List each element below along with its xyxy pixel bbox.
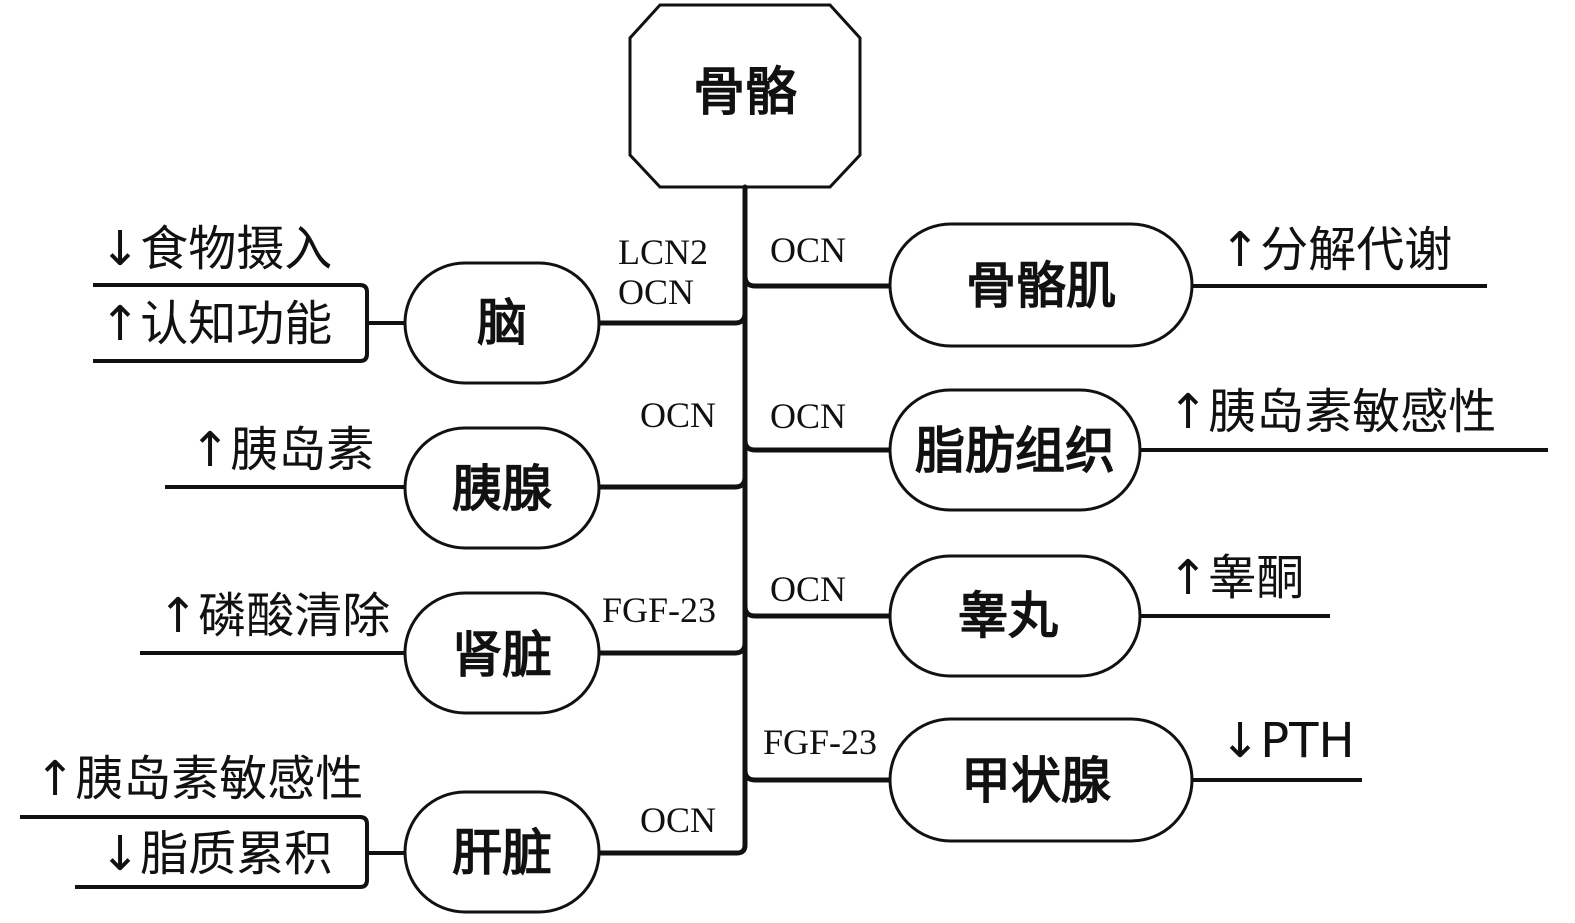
branch-kidney <box>597 640 748 656</box>
effect-kidney-phosphate: ↑磷酸清除 <box>158 588 390 644</box>
effect-adipose-insulin-sensitivity: ↑胰岛素敏感性 <box>1168 384 1496 440</box>
branch-brain <box>597 310 748 326</box>
branch-testis <box>742 603 893 619</box>
effect-muscle-catabolism: ↑分解代谢 <box>1220 222 1452 278</box>
branch-thyroid <box>742 767 893 783</box>
organ-label-liver: 肝脏 <box>452 823 552 882</box>
organ-node-thyroid: 甲状腺 <box>888 717 1194 843</box>
organ-node-skeletal-muscle: 骨骼肌 <box>888 222 1194 348</box>
root-octagon-shape <box>628 3 862 189</box>
bracket-liver <box>75 815 369 889</box>
organ-label-testis: 睾丸 <box>958 586 1058 645</box>
hormone-thyroid: FGF-23 <box>763 722 877 762</box>
organ-label-skeletal-muscle: 骨骼肌 <box>966 256 1116 315</box>
hormone-brain-1: LCN2 <box>618 232 708 272</box>
hormone-testis: OCN <box>770 569 846 609</box>
effect-liver-lipid: ↓脂质累积 <box>100 826 332 882</box>
organ-label-brain: 脑 <box>477 293 527 352</box>
effect-brain-cognition: ↑认知功能 <box>100 296 332 352</box>
branch-pancreas <box>597 474 748 490</box>
effect-pancreas-insulin: ↑胰岛素 <box>190 422 374 478</box>
organ-label-thyroid: 甲状腺 <box>961 751 1112 810</box>
organ-node-testis: 睾丸 <box>888 554 1142 678</box>
effect-thyroid-pth: ↓PTH <box>1220 713 1355 769</box>
organ-node-kidney: 肾脏 <box>403 591 601 715</box>
hormone-liver: OCN <box>640 800 716 840</box>
hormone-adipose: OCN <box>770 396 846 436</box>
trunk-line <box>597 184 748 856</box>
effect-liver-insulin-sensitivity: ↑胰岛素敏感性 <box>35 751 363 807</box>
organ-node-pancreas: 胰腺 <box>403 426 601 550</box>
organ-node-brain: 脑 <box>403 261 601 385</box>
effect-testis-testosterone: ↑睾酮 <box>1168 550 1304 606</box>
effect-brain-food-intake: ↓食物摄入 <box>100 221 332 277</box>
hormone-pancreas: OCN <box>640 395 716 435</box>
organ-label-adipose: 脂肪组织 <box>915 421 1115 480</box>
hormone-brain-2: OCN <box>618 272 694 312</box>
organ-node-adipose: 脂肪组织 <box>888 388 1142 512</box>
organ-label-pancreas: 胰腺 <box>452 459 553 518</box>
bracket-brain <box>93 283 369 363</box>
hormone-kidney: FGF-23 <box>602 590 716 630</box>
hormone-skeletal-muscle: OCN <box>770 230 846 270</box>
branch-adipose <box>742 437 893 453</box>
organ-label-kidney: 肾脏 <box>452 625 552 684</box>
root-label: 骨骼 <box>693 62 797 123</box>
branch-skeletal-muscle <box>742 273 893 289</box>
organ-node-liver: 肝脏 <box>403 790 601 914</box>
root-node: 骨骼 <box>628 3 862 189</box>
